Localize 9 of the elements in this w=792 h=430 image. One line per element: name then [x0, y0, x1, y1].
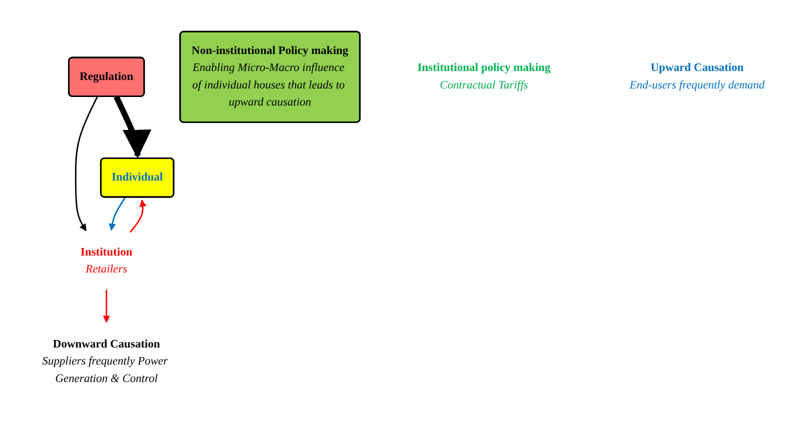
- arrow: [74, 96, 98, 232]
- arrow: [108, 196, 126, 231]
- node-text: Institutional policy making Contractual Tariffs: [417, 62, 550, 92]
- node-text: Downward Causation Suppliers frequently Power Generation & Control: [42, 338, 168, 385]
- arrow: [114, 95, 152, 159]
- node-text: Institution Retailers: [80, 246, 132, 276]
- arrow: [102, 289, 110, 323]
- arrow: [129, 200, 146, 234]
- node-text: Upward Causation End-users frequently demand: [630, 62, 765, 92]
